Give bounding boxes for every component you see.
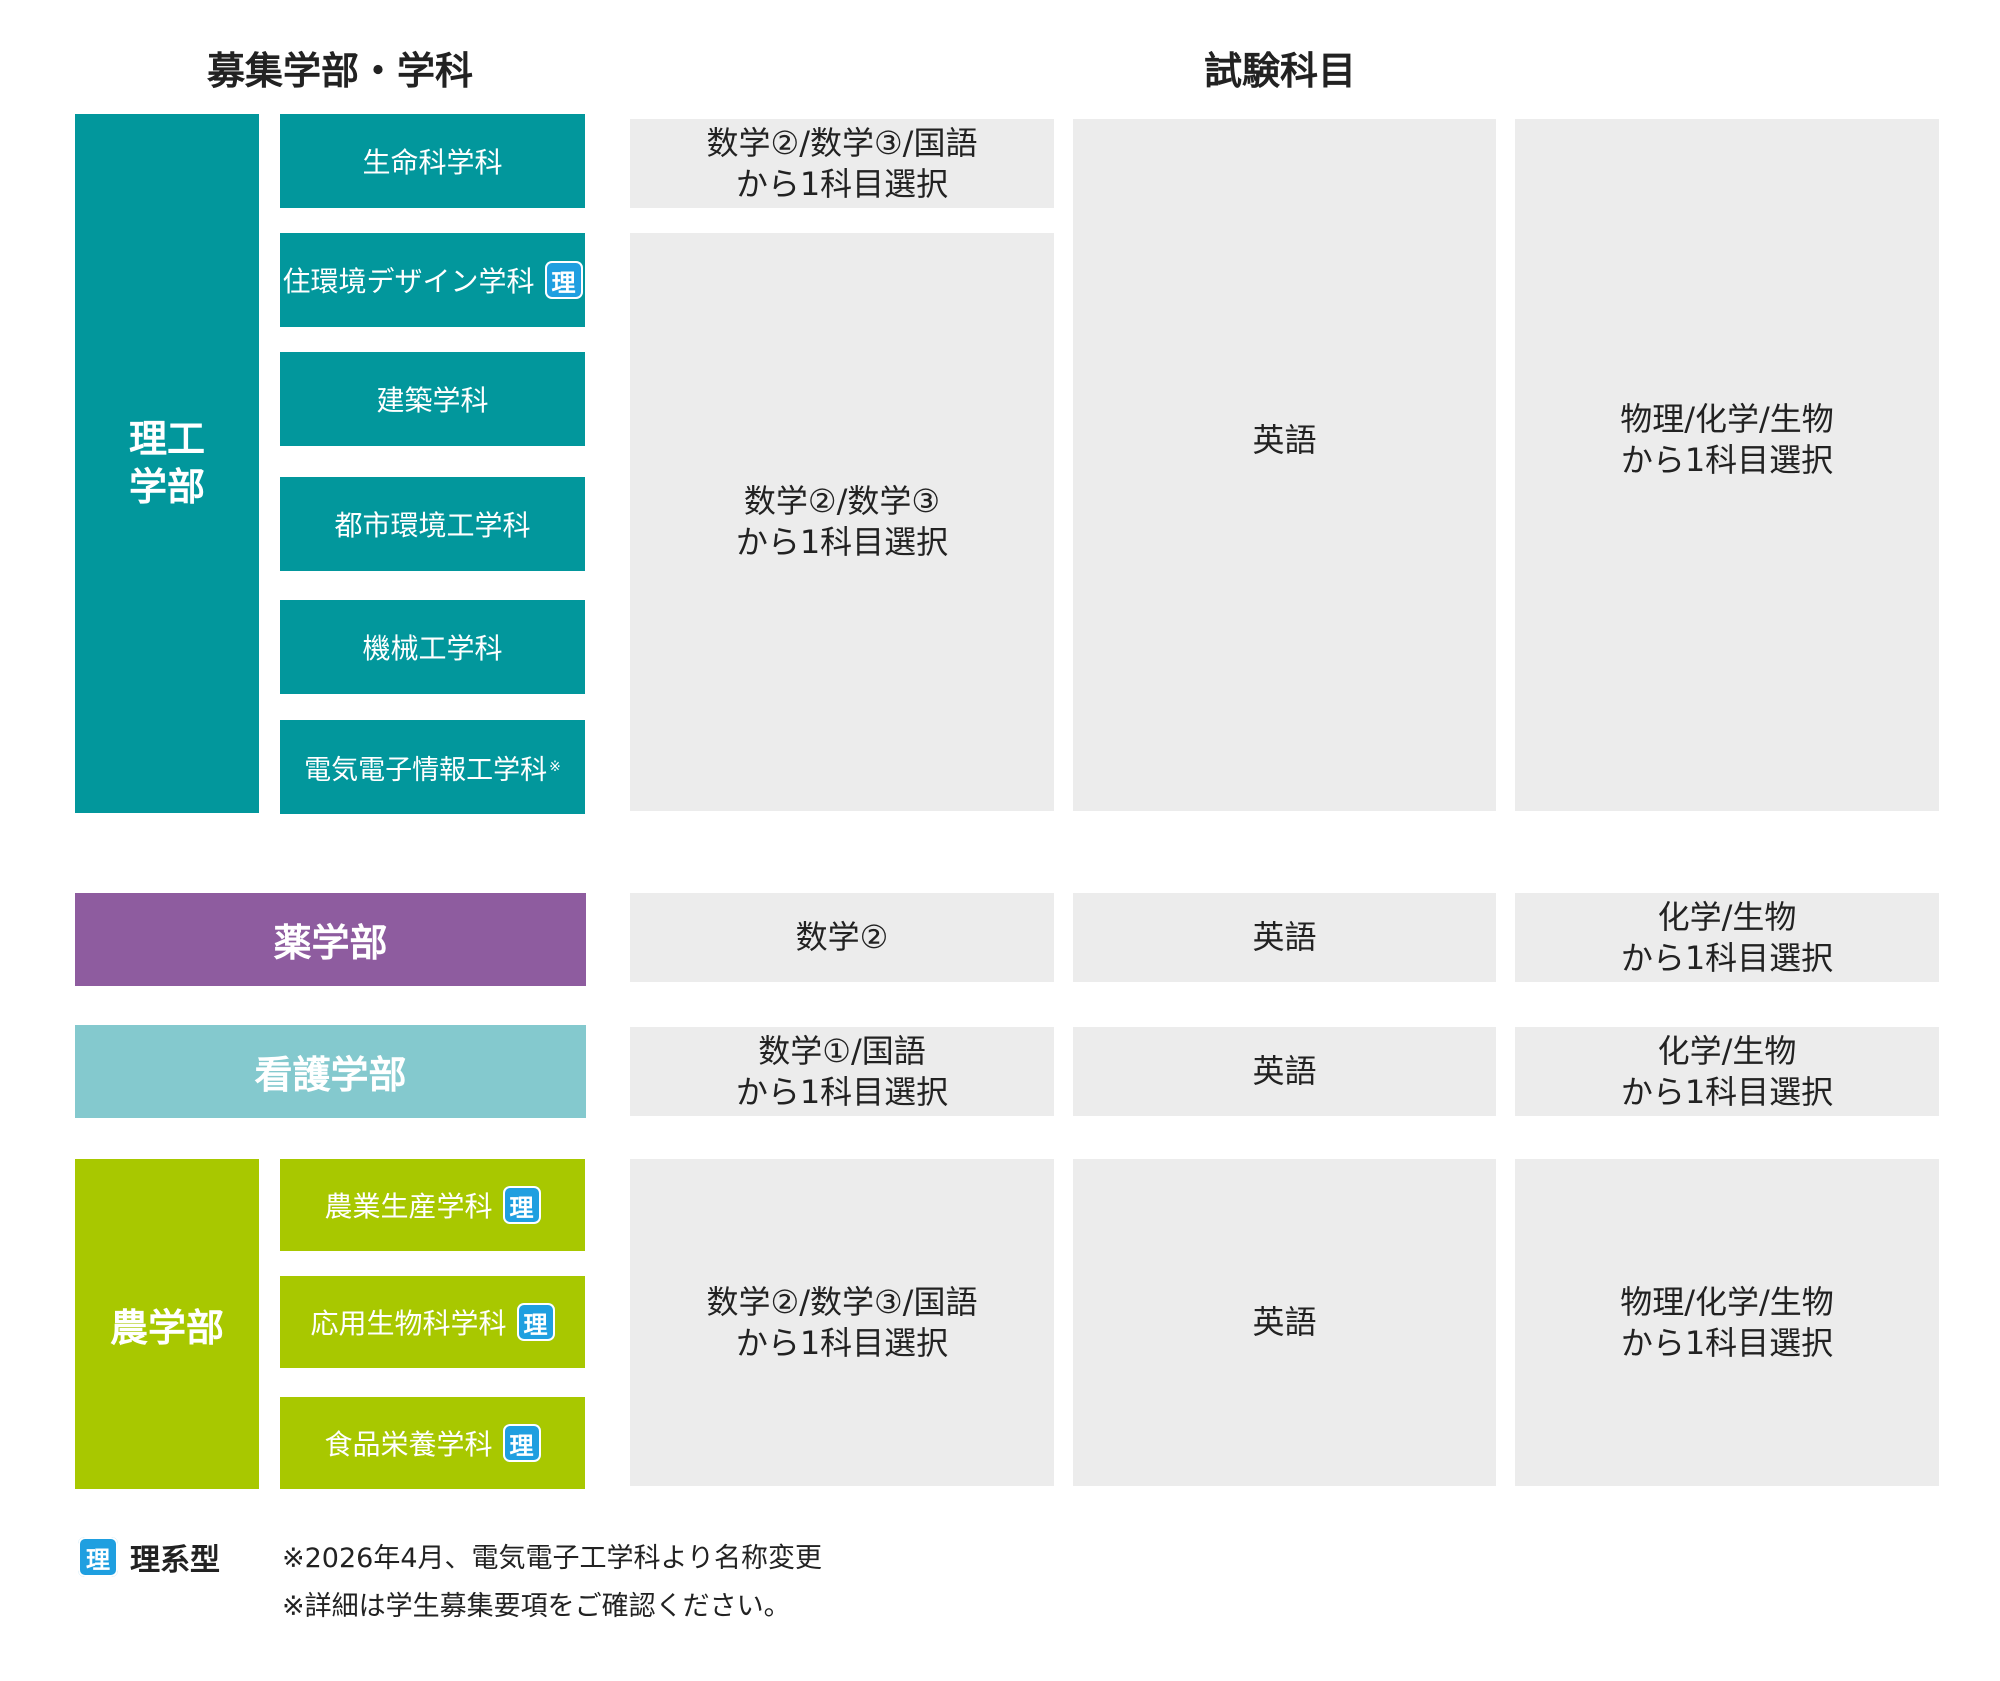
note-details: ※詳細は学生募集要項をご確認ください。 <box>282 1591 791 1622</box>
dept-living-environment-design: 住環境デザイン学科 理 <box>280 233 585 327</box>
dept-label: 農業生産学科 <box>324 1190 493 1223</box>
dept-urban-environment: 都市環境工学科 <box>280 477 585 571</box>
subject-line: 化学/生物 <box>1657 897 1797 936</box>
faculty-name: 薬学部 <box>273 921 388 965</box>
dept-agricultural-production: 農業生産学科 理 <box>280 1159 585 1251</box>
dept-mechanical: 機械工学科 <box>280 600 585 694</box>
subject-english-agriculture: 英語 <box>1073 1159 1496 1486</box>
faculty-name-line2: 学部 <box>128 464 205 509</box>
note-mark: ※ <box>549 759 561 775</box>
faculty-science-engineering: 理工 学部 <box>75 114 259 813</box>
subject-science-agriculture: 物理/化学/生物 から1科目選択 <box>1515 1159 1939 1486</box>
subject-line: から1科目選択 <box>1620 938 1834 977</box>
dept-label: 都市環境工学科 <box>334 509 531 542</box>
legend: 理 理系型 <box>78 1535 220 1579</box>
science-type-badge-icon: 理 <box>502 1424 541 1462</box>
note-rename: ※2026年4月、電気電子工学科より名称変更 <box>282 1543 822 1574</box>
dept-label: 機械工学科 <box>362 632 503 665</box>
header-subjects: 試験科目 <box>1203 49 1356 93</box>
subject-math-life-science: 数学②/数学③/国語 から1科目選択 <box>630 119 1054 208</box>
subject-line: 数学②/数学③/国語 <box>706 123 978 162</box>
subject-line: から1科目選択 <box>1620 1072 1834 1111</box>
subject-math-agriculture: 数学②/数学③/国語 から1科目選択 <box>630 1159 1054 1486</box>
subject-science-nursing: 化学/生物 から1科目選択 <box>1515 1027 1939 1116</box>
subject-science-science-engineering: 物理/化学/生物 から1科目選択 <box>1515 119 1939 811</box>
subject-line: 数学② <box>795 918 889 957</box>
faculty-agriculture: 農学部 <box>75 1159 259 1489</box>
dept-label: 住環境デザイン学科 <box>282 265 535 298</box>
science-type-legend-icon: 理 <box>78 1537 118 1577</box>
subject-line: 物理/化学/生物 <box>1620 400 1834 439</box>
subject-line: 英語 <box>1252 1303 1317 1342</box>
faculty-name: 農学部 <box>109 1305 224 1350</box>
subject-math-science-engineering: 数学②/数学③ から1科目選択 <box>630 233 1054 811</box>
subject-line: 英語 <box>1252 1052 1317 1091</box>
subject-english-science-engineering: 英語 <box>1073 119 1496 811</box>
subject-line: から1科目選択 <box>735 1072 949 1111</box>
faculty-name: 看護学部 <box>254 1053 407 1097</box>
subject-line: 英語 <box>1252 918 1317 957</box>
dept-label: 生命科学科 <box>362 146 503 179</box>
dept-electrical-electronic-info: 電気電子情報工学科※ <box>280 720 585 814</box>
dept-label: 電気電子情報工学科 <box>304 754 548 786</box>
subject-line: 化学/生物 <box>1657 1031 1797 1070</box>
dept-label: 食品栄養学科 <box>324 1428 493 1461</box>
header-departments: 募集学部・学科 <box>206 49 473 93</box>
legend-label: 理系型 <box>130 1543 220 1578</box>
subject-line: 数学①/国語 <box>758 1031 926 1070</box>
dept-label: 応用生物科学科 <box>310 1307 507 1340</box>
dept-architecture: 建築学科 <box>280 352 585 446</box>
subject-line: 数学②/数学③ <box>743 482 941 521</box>
subject-line: から1科目選択 <box>735 523 949 561</box>
faculty-nursing: 看護学部 <box>75 1025 586 1118</box>
subject-line: から1科目選択 <box>1620 1323 1834 1362</box>
dept-life-science: 生命科学科 <box>280 114 585 208</box>
subject-line: 英語 <box>1252 420 1317 459</box>
subject-line: から1科目選択 <box>1620 441 1834 479</box>
faculty-name-line1: 理工 <box>128 417 205 461</box>
subject-line: から1科目選択 <box>735 164 949 203</box>
subject-math-pharmacy: 数学② <box>630 893 1054 982</box>
subject-math-nursing: 数学①/国語 から1科目選択 <box>630 1027 1054 1116</box>
science-type-badge-icon: 理 <box>516 1303 555 1341</box>
faculty-pharmacy: 薬学部 <box>75 893 586 986</box>
subject-science-pharmacy: 化学/生物 から1科目選択 <box>1515 893 1939 982</box>
subject-line: 物理/化学/生物 <box>1620 1282 1834 1321</box>
subject-english-pharmacy: 英語 <box>1073 893 1496 982</box>
subject-english-nursing: 英語 <box>1073 1027 1496 1116</box>
subject-line: 数学②/数学③/国語 <box>706 1282 978 1321</box>
science-type-badge-icon: 理 <box>502 1186 541 1224</box>
science-type-badge-icon: 理 <box>544 261 583 299</box>
dept-applied-bioscience: 応用生物科学科 理 <box>280 1276 585 1368</box>
dept-food-nutrition: 食品栄養学科 理 <box>280 1397 585 1489</box>
subject-line: から1科目選択 <box>735 1323 949 1362</box>
dept-label: 建築学科 <box>376 384 489 417</box>
